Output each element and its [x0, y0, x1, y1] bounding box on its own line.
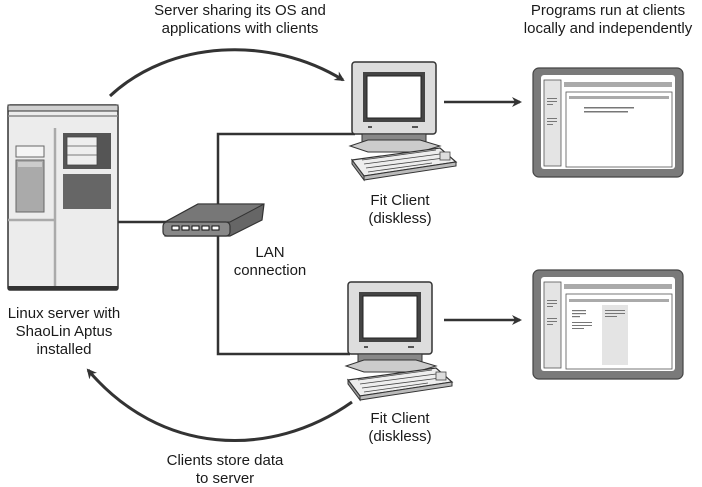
fit-client-top-icon	[348, 61, 458, 182]
label-line: LAN	[255, 244, 285, 261]
label-line: Clients store data	[166, 452, 284, 469]
label-line: Server sharing its OS and	[154, 2, 326, 19]
linux-server-icon	[7, 104, 119, 291]
cable-switch-client-bottom	[216, 235, 350, 356]
arrow-server-to-client	[108, 48, 345, 98]
arrow-client-to-server	[86, 368, 353, 443]
label-line: Fit Client	[370, 410, 430, 427]
program-window-top	[532, 67, 684, 178]
label-lan-connection: LAN connection	[228, 244, 312, 280]
label-line: installed	[36, 341, 92, 358]
label-line: to server	[195, 470, 255, 487]
label-fit-client-top: Fit Client (diskless)	[358, 192, 442, 228]
label-line: ShaoLin Aptus	[15, 323, 113, 340]
label-line: Fit Client	[370, 192, 430, 209]
lan-switch-icon	[162, 203, 265, 237]
program-window-bottom	[532, 269, 684, 380]
label-linux-server: Linux server with ShaoLin Aptus installe…	[0, 305, 128, 359]
label-line: connection	[233, 262, 307, 279]
label-line: Linux server with	[7, 305, 121, 322]
label-fit-client-bottom: Fit Client (diskless)	[358, 410, 442, 446]
label-clients-store-data: Clients store data to server	[150, 452, 300, 487]
label-server-sharing: Server sharing its OS and applications w…	[130, 2, 350, 38]
label-line: (diskless)	[368, 210, 432, 227]
fit-client-bottom-icon	[344, 281, 454, 402]
label-programs-run: Programs run at clients locally and inde…	[510, 2, 702, 38]
label-line: (diskless)	[368, 428, 432, 445]
cable-switch-client-top	[216, 132, 355, 205]
label-line: Programs run at clients	[530, 2, 686, 19]
lan-cables	[118, 132, 355, 356]
label-line: locally and independently	[523, 20, 693, 37]
label-line: applications with clients	[161, 20, 319, 37]
